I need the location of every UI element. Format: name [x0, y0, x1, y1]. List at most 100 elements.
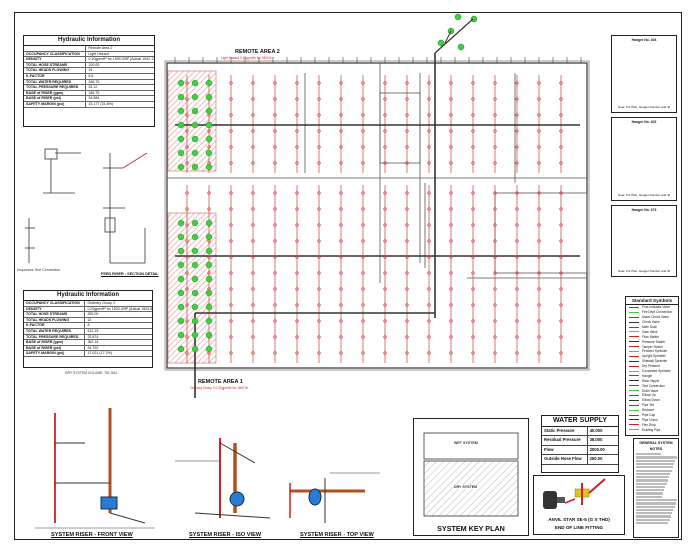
- symbol-glyph-icon: [626, 428, 642, 431]
- row-value: 16: [88, 68, 93, 73]
- table-row: SAFETY MARGIN (psi)15.177 (31.6%): [24, 101, 154, 108]
- sprinkler-head: [515, 223, 519, 227]
- sprinkler-head: [361, 129, 365, 133]
- sprinkler-head: [383, 223, 387, 227]
- sprinkler-head: [405, 97, 409, 101]
- sprinkler-head: [383, 145, 387, 149]
- sprinkler-head: [295, 255, 299, 259]
- symbol-label: Test Connection: [642, 383, 665, 388]
- symbol-label: Concealed Sprinkler: [642, 369, 671, 374]
- symbol-glyph-icon: [626, 414, 642, 417]
- sprinkler-head: [339, 335, 343, 339]
- symbol-entry: Dry Pendent: [626, 364, 678, 369]
- sprinkler-head: [493, 145, 497, 149]
- sprinkler-head: [405, 303, 409, 307]
- sprinkler-head: [251, 351, 255, 355]
- symbol-glyph-icon: [626, 311, 642, 314]
- riser-top-view-caption: SYSTEM RISER - TOP VIEW: [300, 532, 374, 538]
- row-value: 5.6: [88, 73, 94, 78]
- sprinkler-head: [559, 271, 563, 275]
- symbol-entry: Existing Pipe: [626, 427, 678, 432]
- row-label: BASE of RISER (psi): [24, 96, 87, 101]
- row-label: OCCUPANCY CLASSIFICATION: [24, 51, 87, 57]
- sprinkler-head: [405, 191, 409, 195]
- sprinkler-head: [361, 239, 365, 243]
- row-label: TOTAL HEADS FLOWING: [24, 68, 87, 73]
- note-text-line: [636, 515, 671, 518]
- remote-area-sprinkler-head: [191, 247, 199, 255]
- sprinkler-head: [317, 97, 321, 101]
- sprinkler-head: [515, 335, 519, 339]
- note-text-line: [636, 485, 666, 489]
- sprinkler-head: [361, 191, 365, 195]
- remote-area-sprinkler-head: [191, 275, 199, 283]
- symbol-label: Pressure Switch: [642, 339, 666, 344]
- sprinkler-head: [229, 145, 233, 149]
- remote-area-sprinkler-head: [205, 219, 213, 227]
- sprinkler-head: [383, 113, 387, 117]
- remote-area-sprinkler-head: [191, 107, 199, 115]
- note-text-line: [636, 476, 670, 479]
- sprinkler-head: [449, 255, 453, 259]
- sprinkler-head: [383, 161, 387, 165]
- hanger-note: Note: For Plan, Hanger Number and ID: [617, 193, 671, 197]
- remote-area-sprinkler-head: [205, 163, 213, 171]
- sprinkler-head: [361, 81, 365, 85]
- dry-system-label: DRY SYSTEM: [454, 485, 478, 489]
- sprinkler-head: [273, 271, 277, 275]
- sprinkler-head: [405, 271, 409, 275]
- sprinkler-head: [405, 145, 409, 149]
- sprinkler-head: [515, 239, 519, 243]
- sprinkler-head: [449, 113, 453, 117]
- sprinkler-head: [449, 191, 453, 195]
- table-row: BASE of RISER (psi)34.684: [24, 96, 154, 102]
- sprinkler-head: [449, 145, 453, 149]
- row-value: 186.75: [88, 90, 100, 95]
- sprinkler-head: [515, 207, 519, 211]
- sprinkler-head: [537, 81, 541, 85]
- sprinkler-head: [449, 129, 453, 133]
- sprinkler-head: [449, 287, 453, 291]
- sprinkler-head: [273, 255, 277, 259]
- symbol-entry: Test Connection: [626, 383, 678, 388]
- sprinkler-head: [471, 239, 475, 243]
- remote-area-sprinkler-head: [191, 289, 199, 297]
- sprinkler-head: [383, 335, 387, 339]
- sprinkler-head: [515, 191, 519, 195]
- symbol-glyph-icon: [626, 335, 642, 338]
- sprinkler-head: [361, 97, 365, 101]
- sprinkler-floor-plan: [25, 13, 671, 529]
- sprinkler-head: [427, 319, 431, 323]
- sprinkler-head: [295, 191, 299, 195]
- sprinkler-head: [251, 97, 255, 101]
- sprinkler-head: [471, 223, 475, 227]
- sprinkler-head: [339, 303, 343, 307]
- sprinkler-head: [251, 303, 255, 307]
- remote-area-sprinkler-head: [205, 303, 213, 311]
- remote-area-sprinkler-head: [177, 93, 185, 101]
- remote-area-sprinkler-head: [191, 303, 199, 311]
- remote-area-sprinkler-head: [191, 219, 199, 227]
- dry-system-volume: DRY SYSTEM VOLUME: 751 GAL: [65, 371, 118, 375]
- sprinkler-head: [449, 271, 453, 275]
- sprinkler-head: [317, 113, 321, 117]
- sprinkler-head: [427, 191, 431, 195]
- remote-area-sprinkler-head: [205, 331, 213, 339]
- sprinkler-head: [317, 335, 321, 339]
- table-row: BASE of RISER (gpm)186.75: [24, 90, 154, 97]
- sprinkler-head: [273, 207, 277, 211]
- symbol-glyph-icon: [626, 306, 642, 309]
- sprinkler-head: [427, 239, 431, 243]
- sprinkler-head: [339, 81, 343, 85]
- hanger-note: Note: For Plan, Hanger Number and ID: [617, 269, 671, 273]
- sprinkler-head: [229, 335, 233, 339]
- remote-area-sprinkler-head: [205, 261, 213, 269]
- table-row: SAFETY MARGIN (psi)17.021 (17.2%): [24, 351, 152, 357]
- sprinkler-head: [361, 335, 365, 339]
